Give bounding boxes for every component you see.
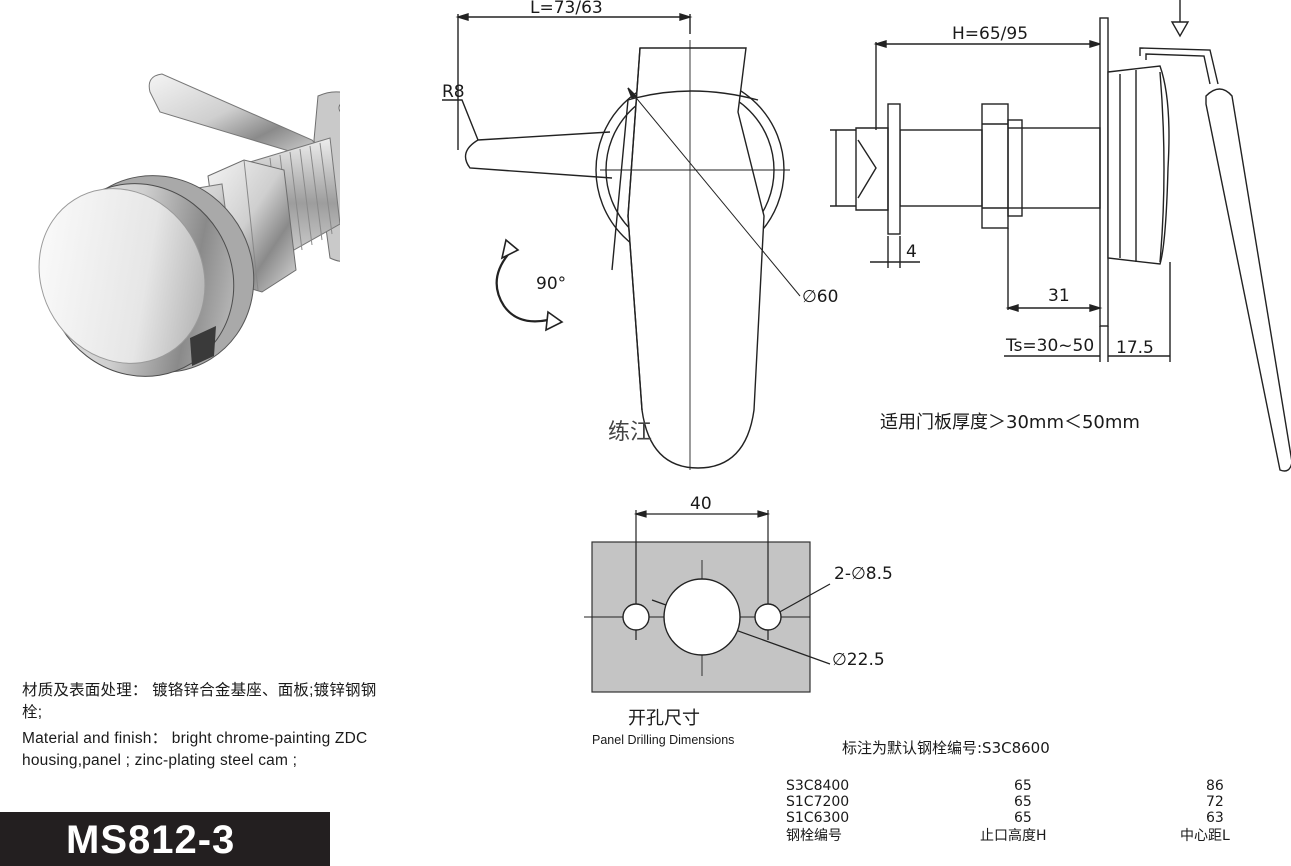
bolt-code: S1C7200 <box>786 794 850 810</box>
dim-shank-label: 31 <box>1048 286 1070 306</box>
dim-rotation-label: 90° <box>536 274 567 294</box>
dim-center-hole-label: ∅22.5 <box>832 650 885 670</box>
table-cell-l: 63 <box>1206 810 1224 826</box>
material-en-line2: housing,panel ; zinc-plating steel cam ; <box>22 752 298 769</box>
dim-small-holes-label: 2-∅8.5 <box>834 564 893 584</box>
dim-height-label: H=65/95 <box>952 24 1029 44</box>
table-row: S3C8400 <box>786 778 849 794</box>
bolt-code: S3C8400 <box>786 778 850 794</box>
table-row: S1C7200 <box>786 794 849 810</box>
table-cell-l: 72 <box>1206 794 1224 810</box>
watermark: 练江 <box>608 420 653 445</box>
product-photo <box>38 73 340 377</box>
dim-flange-label: 4 <box>906 242 917 262</box>
table-cell-l: 86 <box>1206 778 1224 794</box>
default-bolt-note: 标注为默认钢栓编号:S3C8600 <box>842 739 1050 757</box>
side-view-drawing <box>830 0 1291 472</box>
material-cn-line2: 栓; <box>22 704 43 721</box>
table-cell-h: 65 <box>1014 778 1032 794</box>
table-row: S1C6300 <box>786 810 849 826</box>
model-badge <box>0 812 330 866</box>
table-cell-h: 65 <box>1014 794 1032 810</box>
bolt-code: S1C6300 <box>786 810 850 826</box>
dim-length-label: L=73/63 <box>530 0 603 18</box>
dim-thickness-range-label: Ts=30~50 <box>1006 336 1095 356</box>
drilling-diagram <box>584 510 831 693</box>
model-number: MS812-3 <box>66 818 236 862</box>
drilling-title-en: Panel Drilling Dimensions <box>592 733 735 747</box>
dim-radius-label: R8 <box>442 82 465 102</box>
material-cn-line1: 材质及表面处理： 镀铬锌合金基座、面板;镀锌钢钢 <box>22 682 377 699</box>
material-en-line1: Material and finish： bright chrome-paint… <box>22 730 368 747</box>
dim-plate-diameter-label: ∅60 <box>802 287 839 307</box>
table-header-h: 止口高度H <box>980 828 1047 844</box>
table-header-l: 中心距L <box>1180 828 1230 844</box>
dim-hole-spacing-label: 40 <box>690 494 712 514</box>
table-cell-h: 65 <box>1014 810 1032 826</box>
dim-depth-label: 17.5 <box>1116 338 1154 358</box>
drilling-title-cn: 开孔尺寸 <box>628 708 700 729</box>
door-thickness-note: 适用门板厚度＞30mm＜50mm <box>880 412 1140 433</box>
table-header-code: 钢栓编号 <box>786 828 842 844</box>
